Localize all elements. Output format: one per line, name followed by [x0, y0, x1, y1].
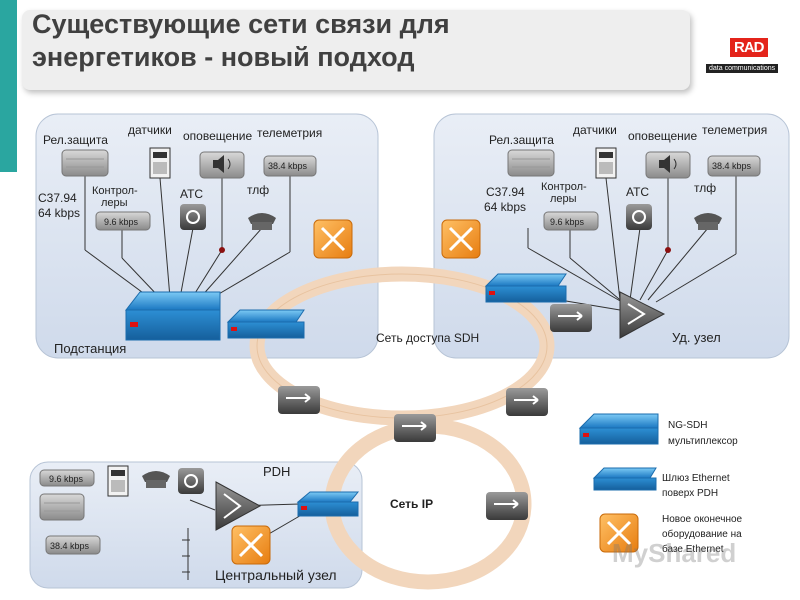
telemetry-box-icon: [707, 155, 761, 177]
remote-node-label: Уд. узел: [672, 330, 721, 345]
pbx-icon: [626, 204, 652, 230]
substation-label: Подстанция: [54, 341, 126, 356]
title-box: [22, 10, 690, 90]
title-line-2: энергетиков - новый подход: [32, 42, 415, 72]
pdh-mux-remote-icon: [619, 291, 666, 339]
sensor-device-icon: [595, 147, 617, 179]
pbx-icon: [178, 468, 204, 494]
logo-brand: RAD: [730, 38, 768, 57]
label-ats: АТС: [626, 185, 649, 199]
legend-ngsdh-line1: NG-SDH: [668, 420, 707, 431]
label-ats: АТС: [180, 187, 203, 201]
legend-new-line2: оборудование на: [662, 528, 742, 540]
legend-new-line1: Новое оконечное: [662, 514, 743, 525]
new-ethernet-equipment-icon: [441, 219, 481, 259]
label-sensors: датчики: [128, 123, 172, 137]
label-speed-384: 38.4 kbps: [268, 161, 308, 171]
label-telemetry: телеметрия: [702, 123, 767, 137]
label-controllers-2: леры: [550, 193, 577, 205]
speaker-icon: [199, 151, 245, 179]
phone-icon: [142, 471, 170, 488]
label-telemetry: телеметрия: [257, 126, 322, 140]
sdh-ring-label: Сеть доступа SDH: [376, 331, 479, 345]
label-c3794: С37.94: [38, 191, 77, 205]
legend-ngsdh-line2: мультиплексор: [668, 436, 738, 447]
new-ethernet-equipment-icon: [313, 219, 353, 259]
ring-switch-icon: [394, 414, 436, 442]
pdh-mux-central-icon: [215, 481, 262, 531]
legend-new-line3: базе Ethernet: [662, 543, 724, 555]
controllers-box-icon: [543, 211, 599, 231]
central-node-label: Центральный узел: [215, 567, 337, 583]
ethernet-pdh-gateway-central: [296, 491, 360, 517]
label-rel-protection: Рел.защита: [489, 133, 554, 147]
label-speed-384: 38.4 kbps: [50, 541, 90, 551]
label-controllers-1: Контрол-: [541, 181, 587, 193]
label-64kbps: 64 kbps: [484, 200, 526, 214]
controllers-box-icon: [95, 211, 151, 231]
substation-links: [84, 172, 291, 299]
ip-ring-label: Сеть IP: [390, 497, 433, 511]
ip-switch-icon: [486, 492, 528, 520]
ring-switch-icon: [506, 388, 548, 416]
sensor-device-icon: [149, 147, 171, 179]
label-alerting: оповещение: [628, 129, 698, 143]
rel-protection-server-icon: [61, 149, 109, 177]
label-speed-96: 9.6 kbps: [104, 217, 139, 227]
ring-switch-icon: [278, 386, 320, 414]
switch-icon: [550, 304, 592, 332]
label-sensors: датчики: [573, 123, 617, 137]
label-tlf: тлф: [694, 181, 716, 195]
new-ethernet-equipment-icon: [231, 525, 271, 565]
rel-protection-server-icon: [507, 149, 555, 177]
label-tlf: тлф: [247, 183, 269, 197]
legend-ngsdh-icon: [578, 413, 659, 445]
legend-gateway-line2: поверх PDH: [662, 488, 718, 499]
sensor-device-icon: [107, 465, 129, 497]
ethernet-pdh-gateway-remote: [484, 273, 567, 303]
legend-gateway-icon: [592, 467, 657, 491]
rad-logo: RAD data communications: [706, 38, 786, 76]
ng-sdh-mux-substation: [124, 291, 221, 341]
label-controllers-2: леры: [101, 197, 128, 209]
central-box-384-icon: [45, 535, 101, 555]
phone-icon: [694, 213, 722, 230]
speaker-icon: [645, 151, 691, 179]
label-speed-96: 9.6 kbps: [49, 474, 84, 484]
label-speed-96: 9.6 kbps: [550, 217, 585, 227]
label-rel-protection: Рел.защита: [43, 133, 108, 147]
junction-dot: [219, 247, 225, 253]
title-line-1: Существующие сети связи для: [32, 9, 450, 39]
phone-icon: [248, 213, 276, 230]
label-speed-384: 38.4 kbps: [712, 161, 752, 171]
legend-new-equipment-icon: [599, 513, 639, 553]
central-server-icon: [39, 493, 85, 521]
logo-subtitle: data communications: [706, 64, 779, 73]
label-c3794: С37.94: [486, 185, 525, 199]
accent-bar: [0, 0, 17, 172]
telemetry-box-icon: [263, 155, 317, 177]
remote-links: [527, 172, 737, 311]
junction-dot: [665, 247, 671, 253]
label-controllers-1: Контрол-: [92, 185, 138, 197]
pbx-icon: [180, 204, 206, 230]
legend-gateway-line1: Шлюз Ethernet: [662, 473, 730, 484]
watermark: MyShared: [612, 538, 737, 568]
page-title: Существующие сети связи для энергетиков …: [32, 8, 682, 74]
pdh-label: PDH: [263, 464, 290, 479]
label-alerting: оповещение: [183, 129, 253, 143]
central-box-96-icon: [39, 469, 95, 487]
label-64kbps: 64 kbps: [38, 206, 80, 220]
ethernet-pdh-gateway-substation: [226, 309, 305, 339]
